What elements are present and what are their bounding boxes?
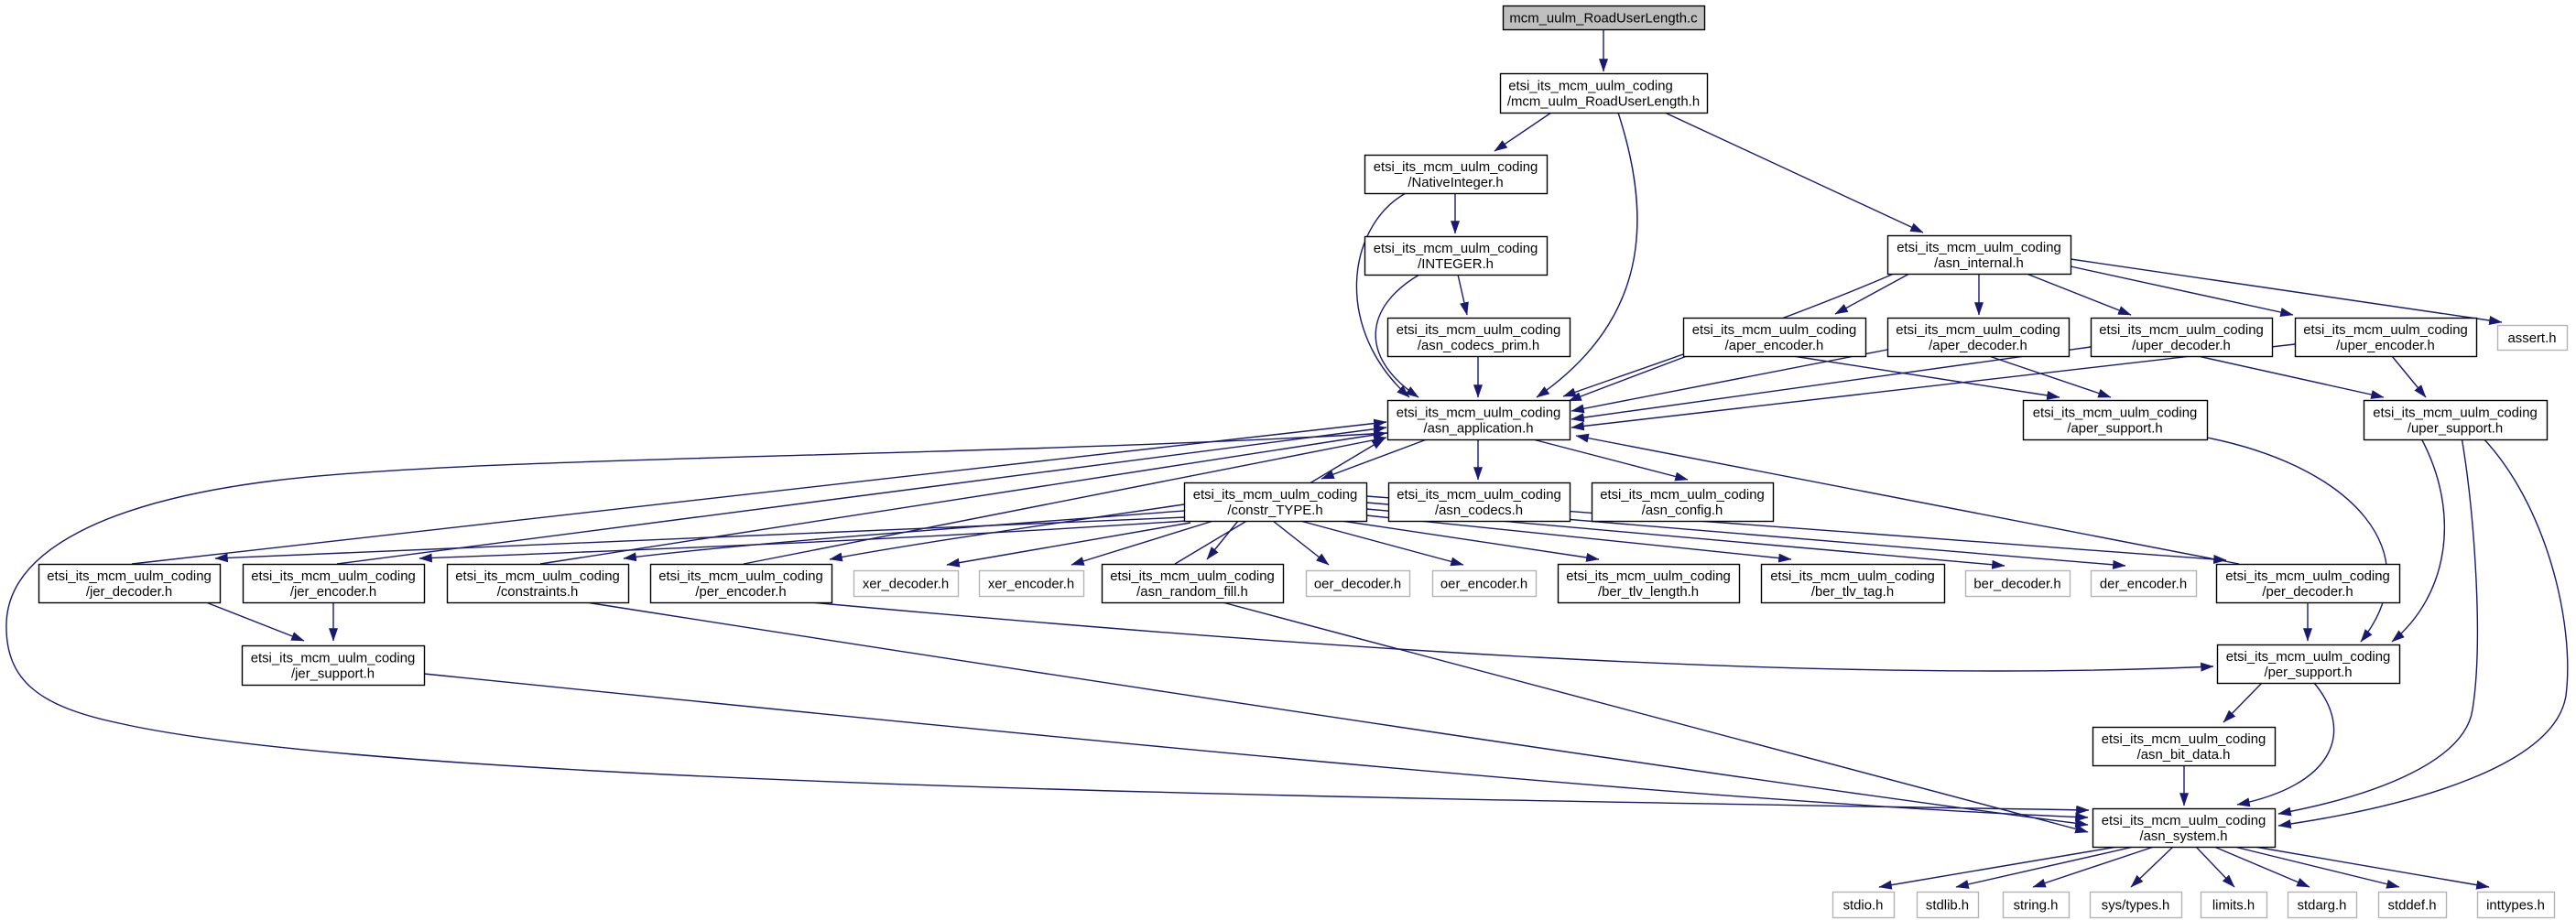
svg-text:etsi_its_mcm_uulm_coding: etsi_its_mcm_uulm_coding — [2303, 323, 2468, 338]
svg-text:/jer_support.h: /jer_support.h — [291, 666, 375, 681]
svg-text:string.h: string.h — [2014, 898, 2059, 913]
svg-text:oer_encoder.h: oer_encoder.h — [1440, 577, 1527, 591]
svg-text:etsi_its_mcm_uulm_coding: etsi_its_mcm_uulm_coding — [47, 569, 212, 584]
svg-text:/asn_bit_data.h: /asn_bit_data.h — [2137, 748, 2231, 763]
svg-text:/INTEGER.h: /INTEGER.h — [1418, 257, 1494, 272]
svg-text:/asn_application.h: /asn_application.h — [1423, 421, 1533, 436]
svg-text:/constr_TYPE.h: /constr_TYPE.h — [1227, 503, 1322, 518]
svg-text:etsi_its_mcm_uulm_coding: etsi_its_mcm_uulm_coding — [2099, 323, 2264, 338]
svg-text:/asn_config.h: /asn_config.h — [1642, 503, 1723, 518]
svg-text:etsi_its_mcm_uulm_coding: etsi_its_mcm_uulm_coding — [1374, 242, 1538, 256]
svg-text:xer_encoder.h: xer_encoder.h — [988, 577, 1074, 591]
svg-text:limits.h: limits.h — [2212, 898, 2255, 913]
svg-text:etsi_its_mcm_uulm_coding: etsi_its_mcm_uulm_coding — [1397, 323, 1561, 338]
svg-text:/jer_encoder.h: /jer_encoder.h — [290, 585, 376, 600]
svg-text:der_encoder.h: der_encoder.h — [2100, 577, 2187, 591]
svg-text:/per_encoder.h: /per_encoder.h — [695, 585, 786, 600]
svg-text:stddef.h: stddef.h — [2388, 898, 2437, 913]
svg-text:ber_decoder.h: ber_decoder.h — [1973, 577, 2060, 591]
svg-text:/NativeInteger.h: /NativeInteger.h — [1408, 176, 1503, 190]
svg-text:etsi_its_mcm_uulm_coding: etsi_its_mcm_uulm_coding — [1897, 241, 2061, 255]
svg-text:inttypes.h: inttypes.h — [2486, 898, 2545, 913]
svg-text:assert.h: assert.h — [2508, 331, 2557, 346]
svg-text:/asn_internal.h: /asn_internal.h — [1934, 256, 2024, 271]
svg-text:etsi_its_mcm_uulm_coding: etsi_its_mcm_uulm_coding — [1110, 569, 1275, 584]
svg-text:etsi_its_mcm_uulm_coding: etsi_its_mcm_uulm_coding — [2373, 406, 2538, 420]
svg-text:etsi_its_mcm_uulm_coding: etsi_its_mcm_uulm_coding — [1692, 323, 1857, 338]
svg-text:stdlib.h: stdlib.h — [1926, 898, 1969, 913]
svg-text:/per_support.h: /per_support.h — [2264, 666, 2352, 680]
svg-text:etsi_its_mcm_uulm_coding: etsi_its_mcm_uulm_coding — [251, 569, 416, 584]
svg-text:etsi_its_mcm_uulm_coding: etsi_its_mcm_uulm_coding — [1566, 569, 1731, 584]
svg-text:etsi_its_mcm_uulm_coding: etsi_its_mcm_uulm_coding — [1770, 569, 1935, 584]
svg-text:/uper_decoder.h: /uper_decoder.h — [2132, 339, 2231, 353]
svg-text:stdio.h: stdio.h — [1843, 898, 1884, 913]
svg-text:/aper_support.h: /aper_support.h — [2067, 421, 2162, 436]
svg-text:mcm_uulm_RoadUserLength.c: mcm_uulm_RoadUserLength.c — [1509, 11, 1698, 26]
svg-text:/asn_codecs_prim.h: /asn_codecs_prim.h — [1418, 339, 1539, 353]
svg-text:/uper_support.h: /uper_support.h — [2408, 421, 2503, 436]
svg-text:/aper_decoder.h: /aper_decoder.h — [1929, 339, 2027, 353]
svg-text:etsi_its_mcm_uulm_coding: etsi_its_mcm_uulm_coding — [1374, 160, 1538, 175]
svg-text:etsi_its_mcm_uulm_coding: etsi_its_mcm_uulm_coding — [1508, 79, 1673, 93]
svg-text:/asn_codecs.h: /asn_codecs.h — [1435, 503, 1523, 518]
svg-text:/asn_random_fill.h: /asn_random_fill.h — [1136, 585, 1248, 600]
svg-text:etsi_its_mcm_uulm_coding: etsi_its_mcm_uulm_coding — [658, 569, 823, 584]
svg-text:/jer_decoder.h: /jer_decoder.h — [86, 585, 172, 600]
svg-text:/mcm_uulm_RoadUserLength.h: /mcm_uulm_RoadUserLength.h — [1507, 94, 1700, 109]
svg-text:etsi_its_mcm_uulm_coding: etsi_its_mcm_uulm_coding — [2102, 814, 2266, 828]
svg-text:/uper_encoder.h: /uper_encoder.h — [2336, 339, 2435, 353]
svg-text:etsi_its_mcm_uulm_coding: etsi_its_mcm_uulm_coding — [2102, 732, 2266, 747]
svg-text:xer_decoder.h: xer_decoder.h — [863, 577, 949, 591]
svg-text:etsi_its_mcm_uulm_coding: etsi_its_mcm_uulm_coding — [1600, 488, 1765, 503]
svg-text:etsi_its_mcm_uulm_coding: etsi_its_mcm_uulm_coding — [2033, 406, 2198, 420]
svg-text:/ber_tlv_length.h: /ber_tlv_length.h — [1598, 585, 1699, 600]
svg-text:oer_decoder.h: oer_decoder.h — [1314, 577, 1401, 591]
svg-text:etsi_its_mcm_uulm_coding: etsi_its_mcm_uulm_coding — [1397, 488, 1561, 503]
svg-text:stdarg.h: stdarg.h — [2298, 898, 2347, 913]
svg-text:/aper_encoder.h: /aper_encoder.h — [1725, 339, 1824, 353]
svg-text:/ber_tlv_tag.h: /ber_tlv_tag.h — [1811, 585, 1894, 600]
svg-text:etsi_its_mcm_uulm_coding: etsi_its_mcm_uulm_coding — [1193, 488, 1358, 503]
svg-text:etsi_its_mcm_uulm_coding: etsi_its_mcm_uulm_coding — [2226, 650, 2391, 665]
svg-text:etsi_its_mcm_uulm_coding: etsi_its_mcm_uulm_coding — [1397, 406, 1561, 420]
svg-text:etsi_its_mcm_uulm_coding: etsi_its_mcm_uulm_coding — [455, 569, 620, 584]
svg-text:/per_decoder.h: /per_decoder.h — [2262, 585, 2353, 600]
svg-text:/constraints.h: /constraints.h — [497, 585, 579, 600]
svg-text:etsi_its_mcm_uulm_coding: etsi_its_mcm_uulm_coding — [2225, 569, 2390, 584]
svg-text:etsi_its_mcm_uulm_coding: etsi_its_mcm_uulm_coding — [1896, 323, 2060, 338]
svg-text:sys/types.h: sys/types.h — [2102, 898, 2169, 913]
svg-text:/asn_system.h: /asn_system.h — [2139, 829, 2227, 844]
svg-text:etsi_its_mcm_uulm_coding: etsi_its_mcm_uulm_coding — [251, 651, 416, 666]
